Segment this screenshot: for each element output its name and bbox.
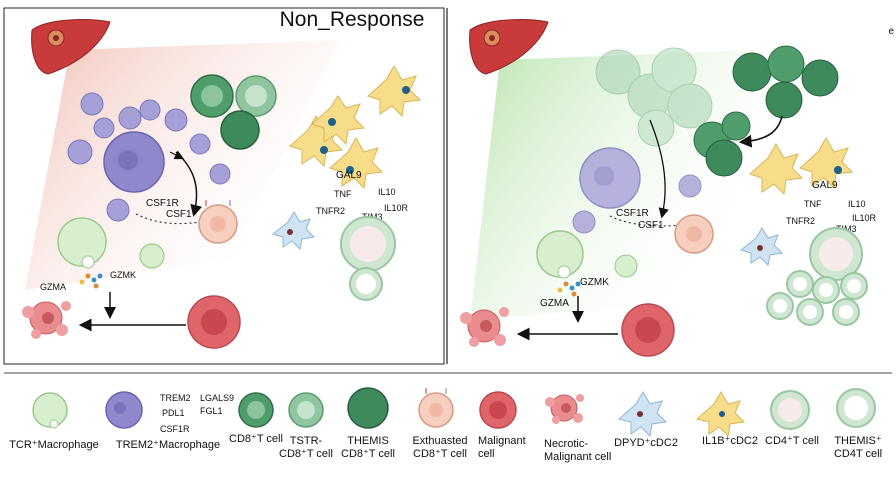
right-arrow-themis [738,115,783,148]
right-csf1-dots [609,215,691,227]
legend-label-trem2-macrophage: TREM2⁺Macrophage [116,439,220,451]
left-label-gzmk: GZMK [110,270,136,280]
left-il1b-cdc2-cells [289,64,422,190]
legend-themis-cd8-t-cell: THEMIS CD8⁺T cell [341,387,395,460]
legend-label-themis-1: THEMIS [347,435,389,447]
legend-trem2-macrophage: TREM2⁺Macrophage TREM2 LGALS9 PDL1 FGL1 … [105,391,234,451]
legend-cd8-t-cell: CD8⁺T cell [229,392,283,445]
liver-icon [31,19,111,75]
right-label-tim3: TIM3 [836,224,857,234]
right-label-il10r: IL10R [852,213,877,223]
left-label-gal9: GAL9 [336,170,362,181]
right-liver-icon [469,19,549,75]
right-faded-cd8-cells [595,47,713,147]
legend-label-tcr-macrophage: TCR⁺Macrophage [9,439,99,451]
legend-label-exhausted-2: CD8⁺T cell [413,448,467,460]
left-themis-cd4-cell [349,267,383,301]
left-label-il10r: IL10R [384,203,409,213]
legend-label-tstr-1: TSTR- [290,435,323,447]
legend-label-exhausted-1: Exthuasted [412,435,467,447]
right-exhausted-cd8-cell [674,214,714,254]
legend-label-cd8-t-cell: CD8⁺T cell [229,433,283,445]
right-label-gal9: GAL9 [812,180,838,191]
right-label-tnfr2: TNFR2 [786,216,815,226]
right-cd4-cell [809,227,863,281]
right-trem2-macrophage [572,147,702,234]
edge-letter: e [888,26,894,37]
right-themis-cd8-cells [693,45,839,177]
right-dpyd-cdc2-cell [739,227,784,267]
right-label-csf1: CSF1 [638,220,664,231]
legend-label-il1b-cdc2: IL1B⁺cDC2 [702,435,758,447]
legend-label-themis-2: CD8⁺T cell [341,448,395,460]
right-label-il10: IL10 [848,199,866,209]
right-malignant-cell [621,303,675,357]
legend-label-dpyd-cdc2: DPYD⁺cDC2 [614,437,678,449]
left-arrow-short [169,150,185,160]
left-granzyme-dots [79,273,103,289]
legend-label-themis-cd4-1: THEMIS⁺ [834,435,882,447]
legend-malignant-cell: Malignant cell [478,391,526,460]
legend-label-cd4-t-cell: CD4⁺T cell [765,435,819,447]
left-label-gzma: GZMA [40,282,66,292]
left-malignant-cell [187,295,241,349]
legend-label-malignant-2: cell [478,448,495,460]
legend-label-themis-cd4-2: CD4T cell [834,448,882,460]
left-label-csf1r: CSF1R [146,198,179,209]
left-label-il10: IL10 [378,187,396,197]
right-label-tnf: TNF [804,199,822,209]
left-dpyd-cdc2-cell [271,211,316,251]
right-label-gzmk: GZMK [580,277,609,288]
left-cd4-cell [340,216,396,272]
right-tcr-macrophages [536,230,638,279]
right-label-gzma: GZMA [540,298,569,309]
legend-label-fgl1: FGL1 [200,406,223,416]
left-tcr-macrophages [57,217,165,269]
legend-label-tstr-2: CD8⁺T cell [279,448,333,460]
legend-themis-cd4-t-cell: THEMIS⁺ CD4T cell [834,388,882,460]
legend-label-trem2: TREM2 [160,393,191,403]
legend-necrotic-malignant-cell: Necrotic- Malignant cell [544,394,611,463]
legend-label-pdl1: PDL1 [162,408,185,418]
right-themis-cd4-cluster [766,270,868,326]
right-arrow-faded [649,119,669,219]
left-panel-frame [3,7,445,365]
right-il1b-cdc2-cells [749,136,854,196]
legend: TCR⁺Macrophage TREM2⁺Macrophage TREM2 LG… [9,387,882,463]
legend-exhausted-cd8-t-cell: Exthuasted CD8⁺T cell [412,388,468,460]
left-exhausted-cd8-cell [198,200,238,244]
legend-label-necrotic-1: Necrotic- [544,438,588,450]
left-panel: CSF1R CSF1 GAL9 TNF TNFR [22,19,422,349]
right-granzyme-dots [557,281,581,297]
legend-label-malignant-1: Malignant [478,435,526,447]
right-necrotic-malignant-cell [460,307,509,347]
legend-label-lgals9: LGALS9 [200,393,234,403]
left-label-csf1: CSF1 [166,209,192,220]
legend-label-necrotic-2: Malignant cell [544,451,611,463]
legend-cd4-t-cell: CD4⁺T cell [765,390,819,447]
figure-title: Non_Response [280,8,425,31]
left-necrotic-malignant-cell [22,301,71,339]
left-label-tnfr2: TNFR2 [316,206,345,216]
legend-dpyd-cdc2: DPYD⁺cDC2 [614,391,678,449]
legend-tstr-cd8-t-cell: TSTR- CD8⁺T cell [279,392,333,460]
right-panel: CSF1R CSF1 GAL9 TNF TNFR2 IL10 IL10R TIM… [460,19,877,357]
right-label-csf1r: CSF1R [616,208,649,219]
left-label-tnf: TNF [334,189,352,199]
legend-tcr-macrophage: TCR⁺Macrophage [9,392,99,451]
legend-il1b-cdc2: IL1B⁺cDC2 [695,391,758,447]
left-csf1-dots [135,213,201,225]
legend-label-csf1r: CSF1R [160,424,190,434]
left-cd8-cells [190,74,277,150]
trem2-macrophage-cluster [67,92,231,222]
